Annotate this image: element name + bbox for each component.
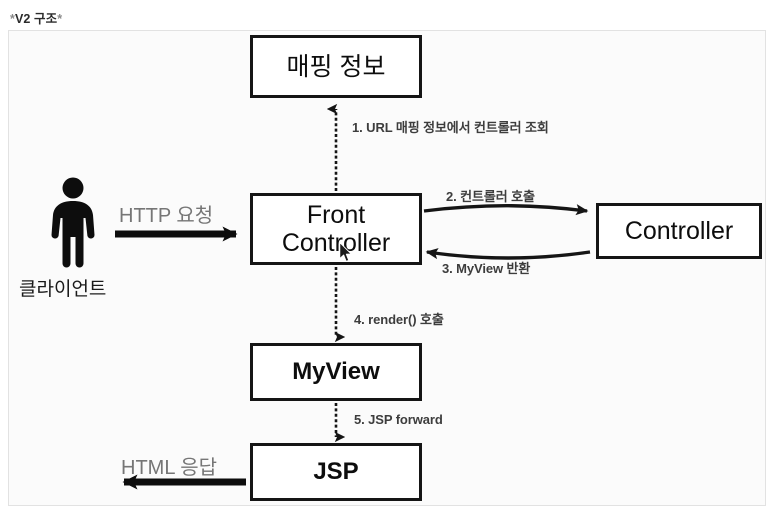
- title-asterisk-right: *: [57, 12, 63, 26]
- node-controller-label: Controller: [624, 217, 734, 245]
- title-asterisk-left: *: [10, 12, 15, 26]
- client-label: 클라이언트: [19, 279, 107, 300]
- node-controller[interactable]: Controller: [596, 203, 762, 259]
- node-front-controller-label: Front Controller: [281, 201, 391, 257]
- edge-step2-call-controller: [423, 204, 589, 216]
- node-mapping-info[interactable]: 매핑 정보: [250, 35, 422, 98]
- edge-step3-return-myview: [425, 248, 591, 260]
- node-jsp-label: JSP: [313, 457, 359, 485]
- diagram-connectors-layer: [115, 103, 591, 490]
- edge-label-step4: 4. render() 호출: [354, 312, 444, 327]
- diagram-canvas: 클라이언트 매핑 정보 Front Controller Controller …: [8, 30, 766, 506]
- edge-label-http-request: HTTP 요청: [119, 205, 214, 227]
- node-myview-label: MyView: [292, 357, 380, 385]
- edge-label-step5: 5. JSP forward: [354, 412, 443, 427]
- node-myview[interactable]: MyView: [250, 343, 422, 401]
- title-text: V2 구조: [14, 12, 58, 26]
- node-jsp[interactable]: JSP: [250, 443, 422, 501]
- edge-label-html-response: HTML 응답: [121, 457, 218, 479]
- page-title: *V2 구조*: [10, 8, 62, 27]
- node-front-controller[interactable]: Front Controller: [250, 193, 422, 265]
- edge-label-step3: 3. MyView 반환: [442, 261, 531, 276]
- client-person-icon: [51, 177, 95, 268]
- edge-label-step1: 1. URL 매핑 정보에서 컨트롤러 조회: [352, 120, 549, 135]
- node-mapping-info-label: 매핑 정보: [286, 52, 386, 81]
- edge-label-step2: 2. 컨트롤러 호출: [446, 189, 535, 204]
